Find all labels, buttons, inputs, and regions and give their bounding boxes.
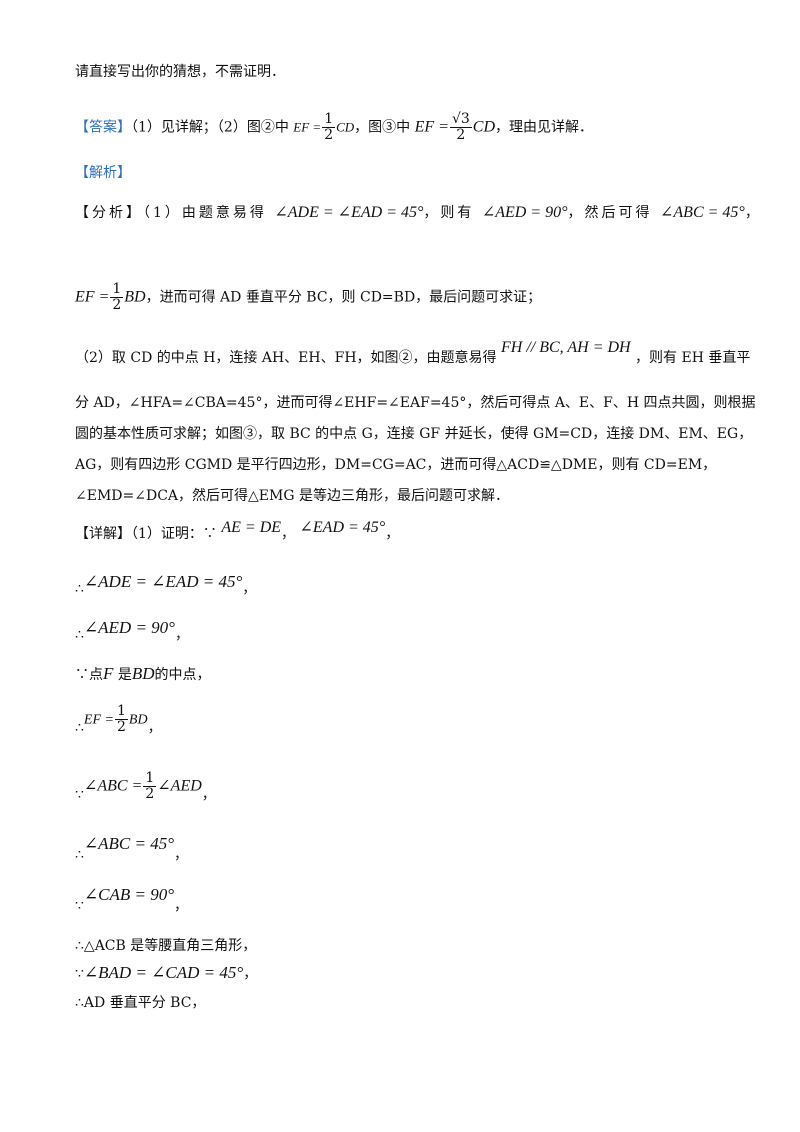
fraction-denominator: 2 [145,786,155,802]
analysis-line-6: AG，则有四边形 CGMD 是平行四边形，DM=CG=AC，进而可得△ACD≌△… [75,457,717,473]
conjecture-text: 请直接写出你的猜想，不需证明． [75,64,285,80]
therefore-symbol: ∴ [75,995,84,1011]
step-3: ∵点F 是BD的中点， [75,664,211,685]
step-text-b: 是 [117,667,132,683]
step-end: ， [201,786,216,803]
analysis-line-5: 圆的基本性质可求解；如图③，取 BC 的中点 G，连接 GF 并延长，使得 GM… [75,426,753,442]
step-10: ∴AD 垂直平分 BC， [75,993,205,1013]
answer-eq1-lhs: EF = [293,119,322,135]
therefore-symbol: ∴ [75,627,84,643]
detail-c1: ， [281,526,296,542]
answer-mid: ，图③中 [354,119,411,136]
step-1: ∴∠ADE = ∠EAD = 45°， [75,572,256,597]
step-2: ∴∠AED = 90°， [75,618,189,643]
answer-eq2-rhs: CD [472,118,496,136]
fraction-numerator: 1 [322,111,336,128]
detail-tag: 【详解】 [75,526,131,542]
fraction-numerator: 1 [143,770,157,787]
therefore-symbol: ∴ [75,719,84,736]
analysis-l2-lhs: EF = [75,288,110,306]
analysis-line-7: ∠EMD=∠DCA，然后可得△EMG 是等边三角形，最后问题可求解． [75,488,509,504]
step-6: ∴∠ABC = 45°， [75,834,188,863]
fraction-denominator: 2 [456,127,466,143]
because-symbol: ∵ [75,898,84,914]
analysis-t1: （1）由题意易得 [143,205,267,221]
step-math-2: BD [131,664,155,683]
because-symbol: ∵ [75,667,89,683]
fraction-denominator: 2 [112,297,122,313]
therefore-symbol: ∴ [75,847,84,863]
detail-m1: AE = DE [221,519,282,536]
analysis-p2-t1: （2）取 CD 的中点 H，连接 AH、EH、FH，如图②，由题意易得 [75,350,497,366]
step-text: AD 垂直平分 BC， [83,995,206,1011]
analysis-m2: ∠AED = 90° [481,204,568,221]
answer-tail: ，理由见详解． [495,119,594,136]
therefore-symbol: ∴ [75,938,84,954]
step-text: △ACB 是等腰直角三角形， [83,938,257,954]
analysis-p2-m1: FH // BC, AH = DH [500,339,631,356]
answer-tag: 【答案】 [75,119,131,136]
step-8: ∴△ACB 是等腰直角三角形， [75,936,256,956]
step-lhs: EF = [83,712,114,728]
step-rhs: ∠AED [157,777,202,795]
step-end: ， [243,966,258,982]
detail-t1: （1）证明：∵ [131,526,217,542]
fraction-numerator: √3 [449,111,472,128]
because-symbol: ∵ [75,786,84,803]
step-lhs: ∠ABC = [83,777,143,795]
analysis-line-3: （2）取 CD 的中点 H，连接 AH、EH、FH，如图②，由题意易得 FH /… [75,339,751,368]
analysis-l2-text: ，进而可得 AD 垂直平分 BC，则 CD=BD，最后问题可求证； [145,289,542,306]
answer-eq1-rhs: CD [336,119,355,135]
analysis-line-1: 【分析】（1）由题意易得 ∠ADE = ∠EAD = 45°，则有 ∠AED =… [75,203,762,223]
analysis-tag: 【分析】 [75,205,143,221]
analysis-p2-t2: ，则有 EH 垂直平 [635,350,751,366]
fraction-denominator: 2 [116,719,126,735]
because-symbol: ∵ [75,966,84,982]
step-end: ， [174,847,189,863]
step-end: ， [147,719,162,736]
analysis-m1: ∠ADE = ∠EAD = 45° [274,204,424,221]
answer-part1: （1）见详解；（2）图②中 [131,119,289,136]
jiexi-tag: 【解析】 [75,165,131,181]
analysis-l2-rhs: BD [124,288,146,306]
step-7: ∵∠CAB = 90°， [75,885,188,914]
answer-eq2-lhs: EF = [414,118,449,136]
step-math: ∠ABC = 45° [83,834,175,853]
step-end: ， [174,627,189,643]
step-math: ∠AED = 90° [83,618,175,637]
step-math: ∠ADE = ∠EAD = 45° [83,572,243,591]
step-text-c: 的中点， [154,667,211,683]
therefore-symbol: ∴ [75,581,84,597]
fraction-denominator: 2 [324,127,334,143]
analysis-t2: ，则有 [423,205,475,221]
line-conjecture: 请直接写出你的猜想，不需证明． [75,62,285,82]
fraction-numerator: 1 [114,703,128,720]
fraction-numerator: 1 [110,281,124,298]
analysis-line-4: 分 AD，∠HFA=∠CBA=45°，进而可得∠EHF=∠EAF=45°，然后可… [75,395,756,411]
step-text-a: 点 [89,667,103,683]
step-end: ， [174,898,189,914]
step-end: ， [242,581,257,597]
step-9: ∵∠BAD = ∠CAD = 45°， [75,963,257,984]
analysis-m3: ∠ABC = 45° [660,204,745,221]
analysis-t4: ， [744,205,762,221]
detail-line: 【详解】（1）证明：∵ AE = DE， ∠EAD = 45°， [75,519,400,544]
detail-m2: ∠EAD = 45° [299,519,386,536]
step-math: ∠BAD = ∠CAD = 45° [83,963,244,982]
analysis-t3: ，然后可得 [567,205,653,221]
step-rhs: BD [128,712,148,728]
step-math: F [103,664,114,683]
detail-c2: ， [385,526,400,542]
step-math: ∠CAB = 90° [83,885,175,904]
